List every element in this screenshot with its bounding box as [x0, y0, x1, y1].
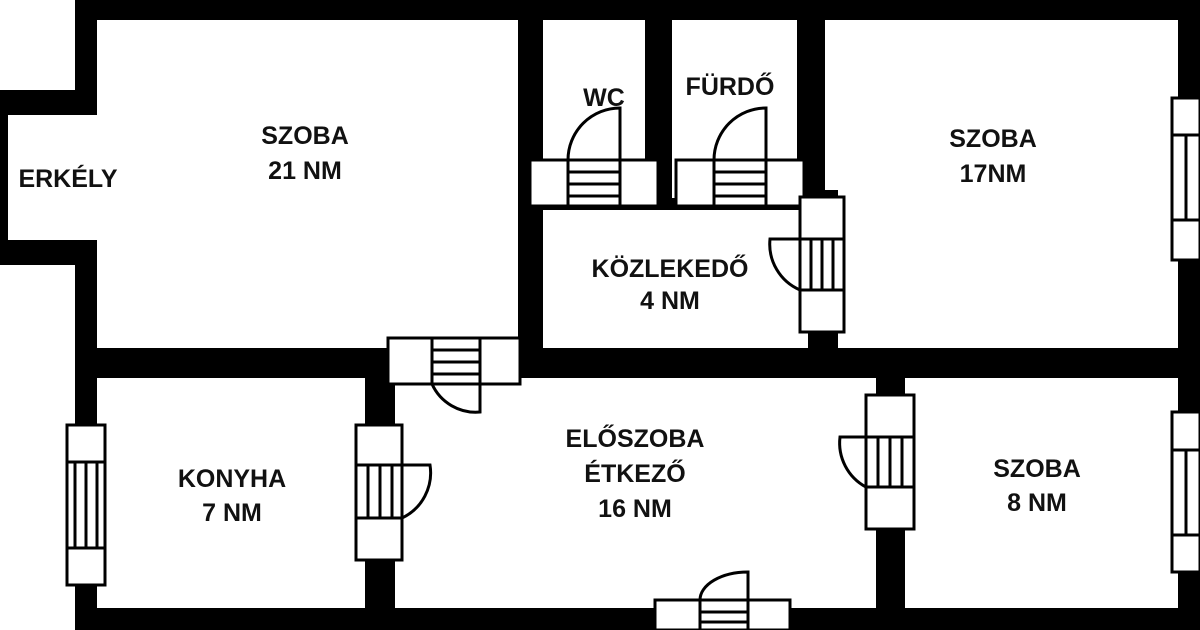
room-label-kozlekedo: KÖZLEKEDŐ [592, 254, 749, 283]
room-label-etkezo: ÉTKEZŐ [584, 459, 685, 488]
room-label-eloszoba: ELŐSZOBA [566, 424, 705, 453]
room-labels: ERKÉLY SZOBA 21 NM WC FÜRDŐ SZOBA 17NM K… [18, 72, 1080, 527]
room-label-szoba17: SZOBA [949, 125, 1037, 153]
room-area-eloszoba: 16 NM [598, 495, 672, 523]
windows [65, 96, 1200, 587]
room-area-konyha: 7 NM [202, 499, 262, 527]
room-area-szoba8: 8 NM [1007, 489, 1067, 517]
room-area-szoba17: 17NM [960, 160, 1027, 188]
room-label-wc: WC [583, 84, 625, 112]
room-label-erkely: ERKÉLY [18, 164, 117, 193]
room-label-szoba21: SZOBA [261, 122, 349, 150]
room-label-konyha: KONYHA [178, 465, 286, 493]
doors [354, 106, 916, 630]
room-area-szoba21: 21 NM [268, 157, 342, 185]
room-area-kozlekedo: 4 NM [640, 287, 700, 315]
room-label-szoba8: SZOBA [993, 455, 1081, 483]
room-label-furdo: FÜRDŐ [686, 72, 775, 101]
